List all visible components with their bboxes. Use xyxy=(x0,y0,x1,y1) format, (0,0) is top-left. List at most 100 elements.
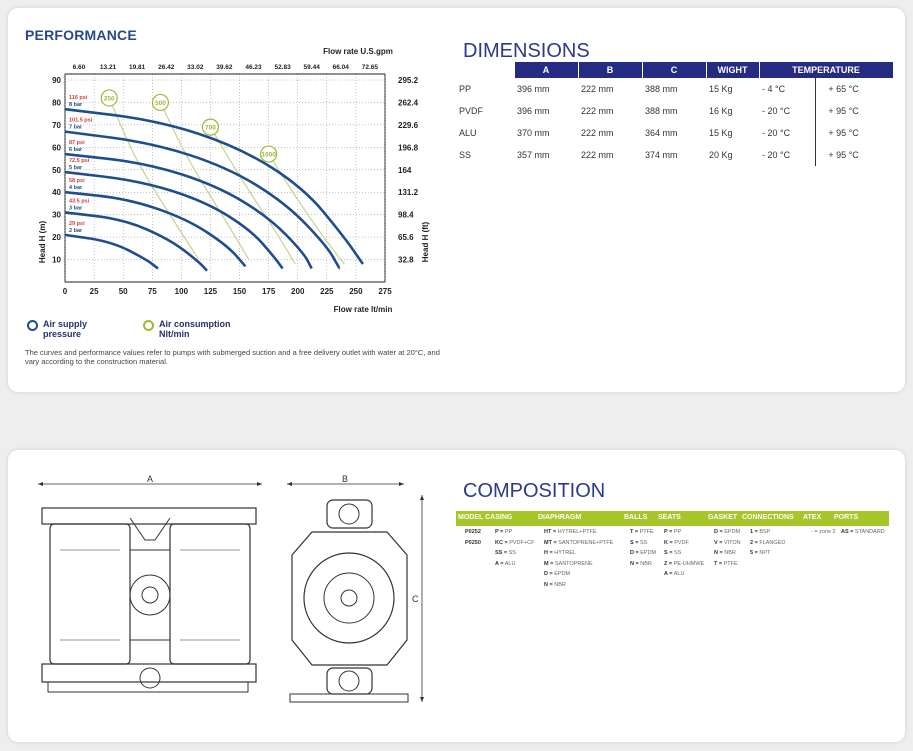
bar-label: 8 bar xyxy=(69,102,83,108)
psi-label: 101.5 psi xyxy=(69,118,93,124)
comp-gasket: T = PTFE xyxy=(714,560,738,567)
bar-label: 6 bar xyxy=(69,147,83,153)
air-consumption-label: 1000 xyxy=(261,152,276,159)
cell-material: PVDF xyxy=(459,106,484,116)
x2-tick-label: 33.02 xyxy=(187,64,204,71)
cell-weight: 20 Kg xyxy=(709,150,733,160)
x2-tick-label: 19.81 xyxy=(129,64,146,71)
x2-tick-label: 13.21 xyxy=(100,64,117,71)
y2-tick-label: 196.8 xyxy=(398,143,419,152)
cell-a: 370 mm xyxy=(517,128,550,138)
col-temperature: TEMPERATURE xyxy=(759,62,894,78)
comp-seats: A = ALU xyxy=(664,571,685,577)
bar-label: 3 bar xyxy=(69,205,83,211)
cell-tmin: - 20 °C xyxy=(759,144,817,166)
x-tick-label: 225 xyxy=(320,287,334,296)
comp-balls: N = NBR xyxy=(630,560,652,567)
pressure-curve xyxy=(64,152,313,270)
x-tick-label: 25 xyxy=(90,287,99,296)
y-tick-label: 50 xyxy=(52,166,61,175)
comp-casing: P = PP xyxy=(495,529,513,535)
cell-c: 388 mm xyxy=(645,106,678,116)
cell-b: 222 mm xyxy=(581,84,614,94)
table-corner xyxy=(456,62,515,78)
y-tick-label: 70 xyxy=(52,121,61,130)
x2-tick-label: 59.44 xyxy=(304,64,321,71)
comp-casing: A = ALU xyxy=(495,560,516,567)
comp-h-gasket: GASKET xyxy=(708,514,738,521)
psi-label: 58 psi xyxy=(69,178,85,184)
x-tick-label: 275 xyxy=(378,287,392,296)
x-tick-label: 175 xyxy=(262,287,276,296)
legend-ring-green-icon xyxy=(143,320,154,331)
col-c: C xyxy=(642,62,707,78)
y-tick-label: 40 xyxy=(52,188,61,197)
cell-tmax: + 95 °C xyxy=(828,128,859,138)
cell-a: 396 mm xyxy=(517,106,550,116)
psi-label: 43.5 psi xyxy=(69,198,90,204)
y-tick-label: 80 xyxy=(52,98,61,107)
air-consumption-label: 500 xyxy=(155,100,166,107)
air-consumption-label: 250 xyxy=(104,95,115,102)
comp-h-diaphragm: DIAPHRAGM xyxy=(538,514,582,521)
legend-air-consumption: Air consumption Nlt/min xyxy=(143,319,263,339)
comp-gasket: V = VITON xyxy=(714,539,741,546)
comp-seats: S = SS xyxy=(664,550,682,556)
cell-c: 374 mm xyxy=(645,150,678,160)
air-consumption-marker xyxy=(151,93,170,112)
comp-h-model-casing: MODEL CASING xyxy=(458,514,513,521)
comp-connections: 1 = BSP xyxy=(750,529,771,535)
air-consumption-marker xyxy=(260,145,278,163)
legend-air-supply-label: Air supply pressure xyxy=(43,319,88,339)
cell-b: 222 mm xyxy=(581,128,614,138)
y2-tick-label: 131.2 xyxy=(398,188,419,197)
y-tick-label: 60 xyxy=(52,143,61,152)
cell-weight: 15 Kg xyxy=(709,128,733,138)
x-tick-label: 50 xyxy=(119,287,128,296)
y2-tick-label: 164 xyxy=(398,166,412,175)
x-tick-label: 150 xyxy=(233,287,247,296)
x2-axis-title: Flow rate U.S.gpm xyxy=(323,47,393,56)
cell-tmax: + 95 °C xyxy=(828,150,859,160)
comp-balls: D = EPDM xyxy=(630,550,657,556)
comp-diaphragm: HT = HYTREL+PTFE xyxy=(544,529,597,535)
y-axis-title: Head H (m) xyxy=(38,221,47,264)
y-tick-label: 30 xyxy=(52,211,61,220)
x2-tick-label: 52.83 xyxy=(274,64,291,71)
psi-label: 116 psi xyxy=(69,95,88,101)
comp-casing: SS = SS xyxy=(495,550,516,556)
x2-tick-label: 26.42 xyxy=(158,64,175,71)
pressure-curve xyxy=(64,130,341,270)
y2-tick-label: 32.8 xyxy=(398,256,414,265)
comp-connections: 2 = FLANGED xyxy=(750,539,786,546)
y2-tick-label: 65.6 xyxy=(398,233,414,242)
x2-tick-label: 72.65 xyxy=(362,64,379,71)
col-weight: WIGHT xyxy=(706,62,760,78)
air-consumption-curve xyxy=(159,102,250,260)
cell-tmin: - 4 °C xyxy=(759,78,817,100)
cell-tmax: + 65 °C xyxy=(828,84,859,94)
comp-model: P0250 xyxy=(465,539,481,546)
x2-tick-label: 39.62 xyxy=(216,64,233,71)
col-a: A xyxy=(514,62,579,78)
comp-diaphragm: MT = SANTOPRENE+PTFE xyxy=(544,539,614,546)
bar-label: 4 bar xyxy=(69,185,83,191)
y-tick-label: 90 xyxy=(52,76,61,85)
legend-air-supply: Air supply pressure xyxy=(27,319,137,339)
bar-label: 5 bar xyxy=(69,165,83,171)
cell-b: 222 mm xyxy=(581,106,614,116)
cell-weight: 15 Kg xyxy=(709,84,733,94)
comp-balls: S = SS xyxy=(630,539,648,546)
cell-material: ALU xyxy=(459,128,477,138)
comp-casing: KC = PVDF+CF xyxy=(495,539,535,546)
comp-gasket: D = EPDM xyxy=(714,529,741,535)
comp-model: P0252 xyxy=(465,529,481,535)
pressure-curve xyxy=(64,233,160,270)
cell-c: 388 mm xyxy=(645,84,678,94)
